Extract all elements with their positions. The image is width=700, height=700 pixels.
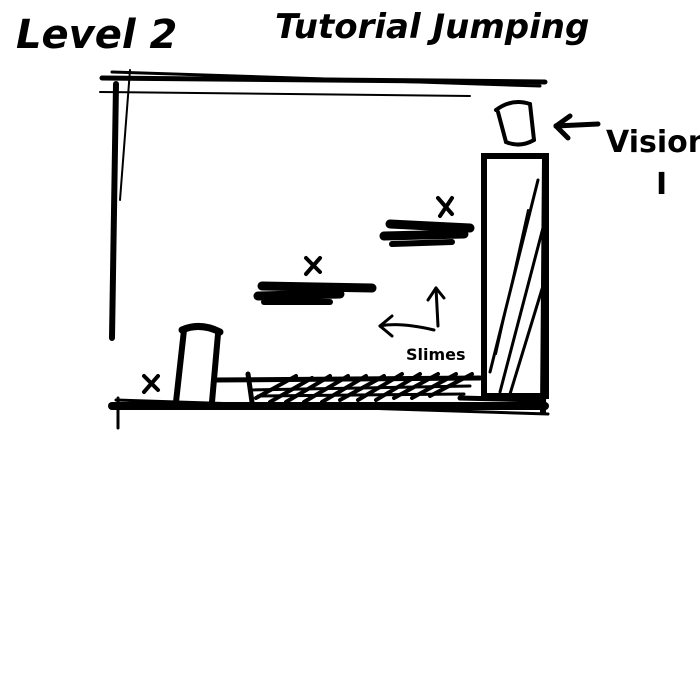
platform-left [253, 256, 377, 305]
level-title: Level 2 [16, 12, 177, 58]
vision-label: Vision [606, 125, 700, 160]
slime-area [245, 371, 474, 405]
vision-sub-label: I [656, 167, 667, 202]
tutorial-title: Tutorial Jumping [275, 7, 589, 47]
small-pillar [173, 323, 224, 405]
frame-left-2 [119, 69, 131, 201]
vision-item [494, 100, 536, 147]
frame-top-2 [110, 70, 542, 88]
frame-top-3 [99, 91, 471, 97]
level-frame [99, 69, 550, 430]
vision-arrow [553, 113, 601, 141]
frame-left [109, 81, 119, 341]
start-marker [142, 374, 160, 394]
tall-tower [457, 153, 549, 403]
slimes-label: Slimes [406, 345, 466, 364]
frame-bottom-2 [114, 398, 550, 416]
ground-line [211, 375, 483, 383]
platform-right [379, 196, 475, 247]
slime-arrows [378, 286, 446, 338]
